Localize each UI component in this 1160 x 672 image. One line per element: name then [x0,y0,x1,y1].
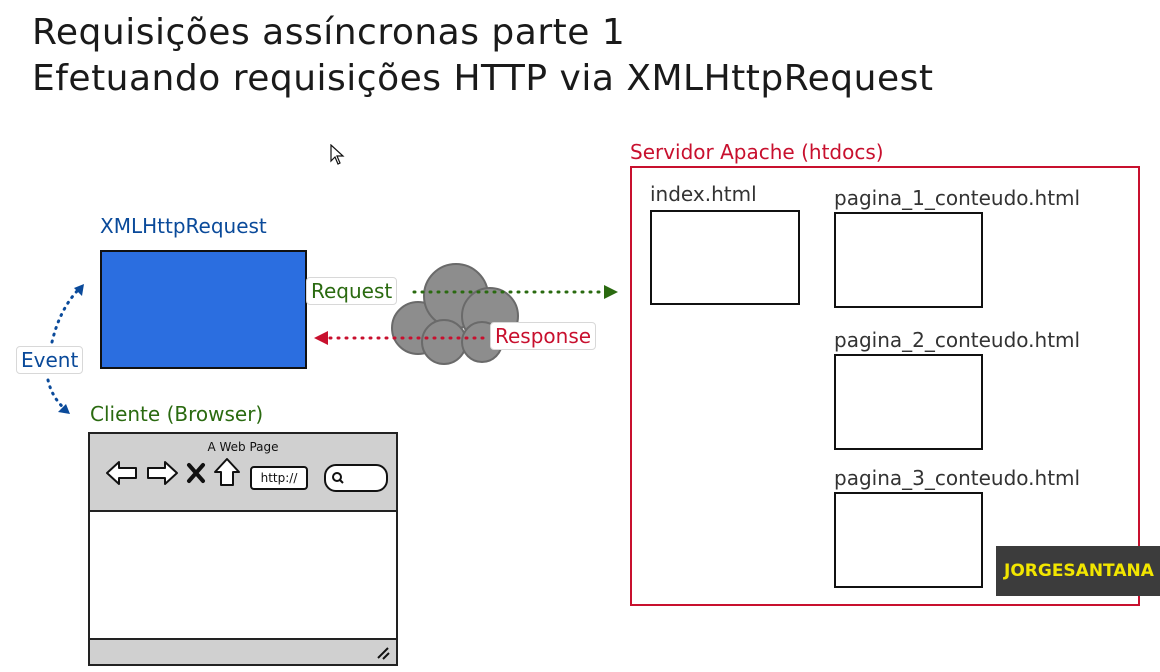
title-line-1: Requisições assíncronas parte 1 [32,12,626,53]
request-arrow-head [604,285,618,299]
file-box-index [650,210,800,305]
browser-toolbar: A Web Page http:// [90,434,396,512]
client-label: Cliente (Browser) [90,402,264,426]
home-icon [214,458,240,486]
event-label: Event [16,346,84,374]
close-icon [187,463,205,483]
xhr-box [100,250,307,369]
file-label-index: index.html [650,182,757,206]
server-label: Servidor Apache (htdocs) [630,140,884,164]
request-label: Request [306,277,398,305]
search-field [324,464,388,492]
event-arrows [46,284,84,414]
file-label-pagina-2: pagina_2_conteudo.html [834,328,1081,352]
browser-status-bar [90,638,396,664]
cloud-icon [391,263,519,365]
file-box-pagina-1 [834,212,983,308]
file-box-pagina-3 [834,492,983,588]
file-label-pagina-1: pagina_1_conteudo.html [834,186,1081,210]
back-arrow-icon [106,461,137,485]
response-arrow-head [314,331,328,345]
file-box-pagina-2 [834,354,983,450]
resize-grip-icon [377,647,390,660]
server-container [630,166,1140,606]
file-label-pagina-3: pagina_3_conteudo.html [834,466,1081,490]
title-line-2: Efetuando requisições HTTP via XMLHttpRe… [32,58,934,99]
xhr-label: XMLHttpRequest [100,214,267,238]
browser-window-title: A Web Page [207,440,279,454]
event-arrow-up-head [74,284,84,296]
event-arrow-down-head [58,404,70,414]
forward-arrow-icon [147,461,178,485]
response-arrow [314,331,492,345]
request-arrow [412,285,618,299]
watermark-badge: JORGESANTANA [996,546,1160,596]
mouse-cursor-icon [330,144,345,165]
search-icon [332,472,344,484]
browser-window: A Web Page http:// [88,432,398,666]
response-label: Response [490,322,597,350]
address-bar: http:// [250,466,308,490]
